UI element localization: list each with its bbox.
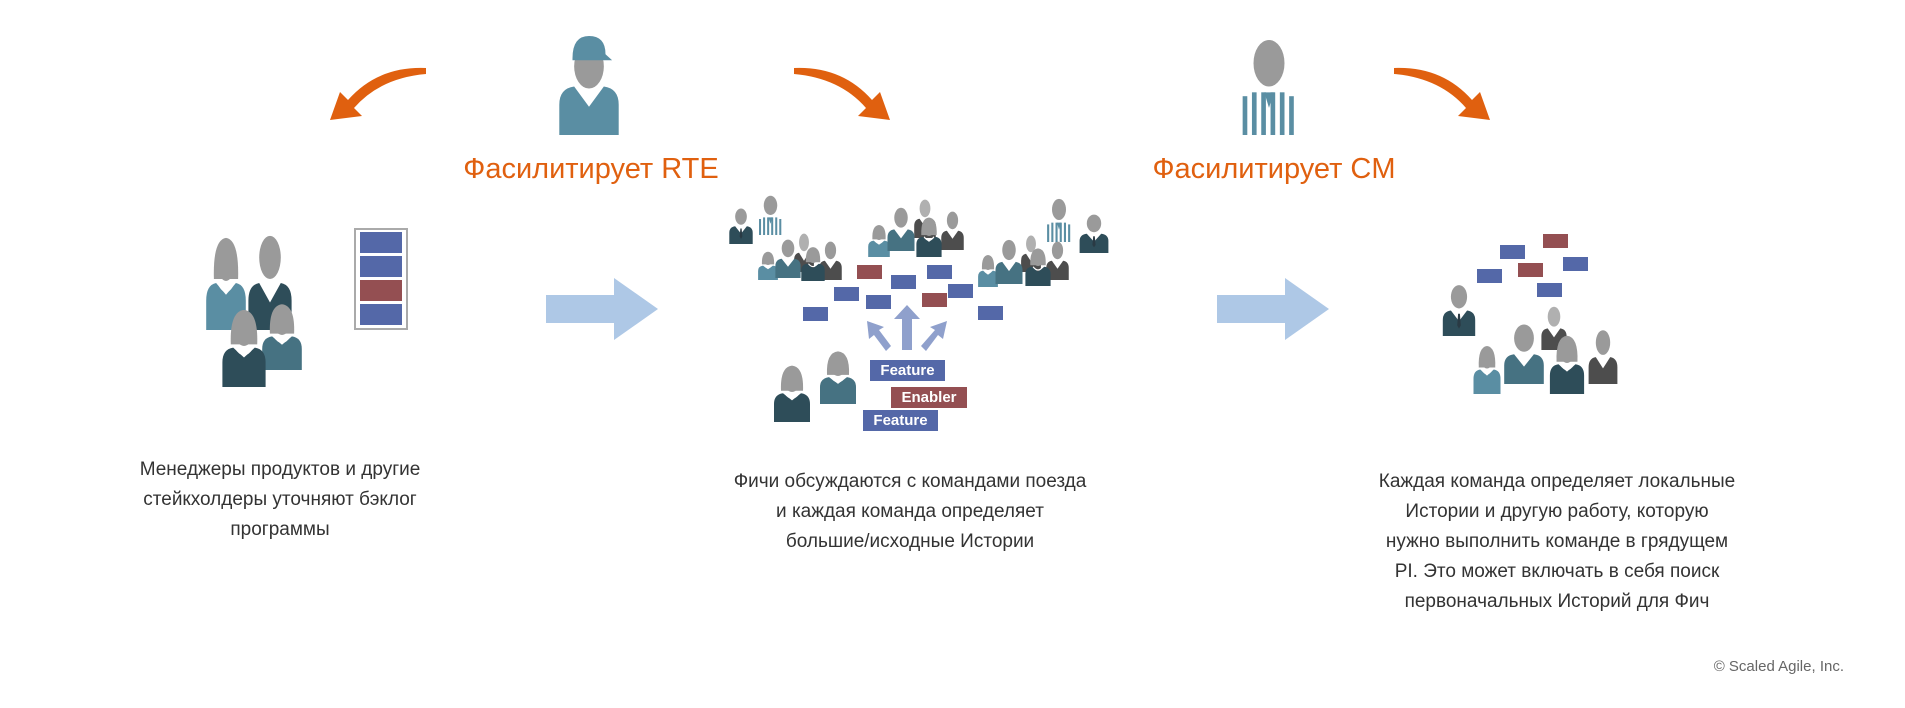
caption-line: большие/исходные Истории (785, 531, 1035, 552)
woman-person-icon (772, 362, 812, 422)
manager-person-icon (1078, 213, 1110, 253)
enabler-card-icon (1518, 263, 1543, 277)
facilitator-rte-label: Фасилитирует RTE (463, 153, 719, 185)
person-icon (1045, 240, 1070, 280)
woman-person-icon (977, 253, 999, 287)
caption-line: программы (230, 519, 330, 540)
feature-card-icon (978, 306, 1003, 320)
caption-line: нужно выполнить команде в грядущем (1385, 531, 1729, 552)
step-2-caption: Фичи обсуждаются с командами поезда и ка… (734, 467, 1087, 557)
feature-card-icon (1477, 269, 1502, 283)
feature-card-icon (1563, 257, 1588, 271)
woman-person-icon (260, 300, 304, 370)
man-person-icon (774, 238, 802, 278)
flow-arrow-2-icon (1217, 278, 1329, 340)
caption-line: Истории и другую работу, которую (1405, 501, 1709, 522)
caption-line: PI. Это может включать в себя поиск (1394, 561, 1720, 582)
feature-card-icon (948, 284, 973, 298)
caption-line: Каждая команда определяет локальные (1378, 471, 1736, 492)
enabler-card-icon (922, 293, 947, 307)
person-icon (818, 240, 843, 280)
curved-arrow-right-icon (794, 67, 890, 120)
feature-tag: Feature (870, 360, 945, 381)
enabler-tag: Enabler (891, 387, 967, 408)
rte-person-icon (556, 34, 622, 135)
coach-person-icon (757, 195, 784, 235)
enabler-card-icon (857, 265, 882, 279)
curved-arrow-right-cm-icon (1394, 67, 1490, 120)
woman-person-icon (220, 305, 268, 387)
woman-person-icon (915, 215, 943, 257)
manager-person-icon (728, 207, 754, 244)
feature-card-icon (927, 265, 952, 279)
enabler-card-icon (1543, 234, 1568, 248)
feature-tag: Feature (863, 410, 938, 431)
feature-card-icon (866, 295, 891, 309)
feature-card-icon (1537, 283, 1562, 297)
distribution-arrows-icon (867, 305, 947, 351)
feature-card-icon (891, 275, 916, 289)
facilitator-cm-label: Фасилитирует CM (1152, 153, 1396, 185)
step-3-caption: Каждая команда определяет локальные Исто… (1379, 467, 1735, 617)
coach-person-icon (1238, 38, 1300, 135)
person-icon (1587, 328, 1619, 384)
step-1-caption: Менеджеры продуктов и другие стейкхолдер… (140, 455, 421, 545)
woman-person-icon (1024, 246, 1052, 286)
woman-person-icon (1548, 332, 1586, 394)
feature-card-icon (834, 287, 859, 301)
woman-person-icon (1472, 343, 1502, 394)
caption-line: и каждая команда определяет (776, 501, 1044, 522)
woman-person-icon (800, 245, 826, 281)
copyright-notice: © Scaled Agile, Inc. (1713, 658, 1844, 675)
feature-card-icon (803, 307, 828, 321)
coach-person-icon (1045, 198, 1073, 242)
person-icon (940, 210, 965, 250)
feature-card-icon (1500, 245, 1525, 259)
flow-arrow-1-icon (546, 278, 658, 340)
man-person-icon (886, 206, 916, 251)
manager-person-icon (1441, 283, 1477, 336)
caption-line: Фичи обсуждаются с командами поезда (733, 471, 1087, 492)
caption-line: Менеджеры продуктов и другие (139, 459, 421, 480)
man-person-icon (1502, 322, 1546, 384)
woman-person-icon (867, 223, 891, 257)
man-person-icon (994, 238, 1024, 284)
woman-person-icon (818, 348, 858, 404)
caption-line: стейкхолдеры уточняют бэклог (143, 489, 417, 510)
curved-arrow-left-icon (330, 67, 426, 120)
woman-person-icon (757, 250, 779, 280)
caption-line: первоначальных Историй для Фич (1404, 591, 1710, 612)
program-backlog-icon (354, 228, 408, 330)
